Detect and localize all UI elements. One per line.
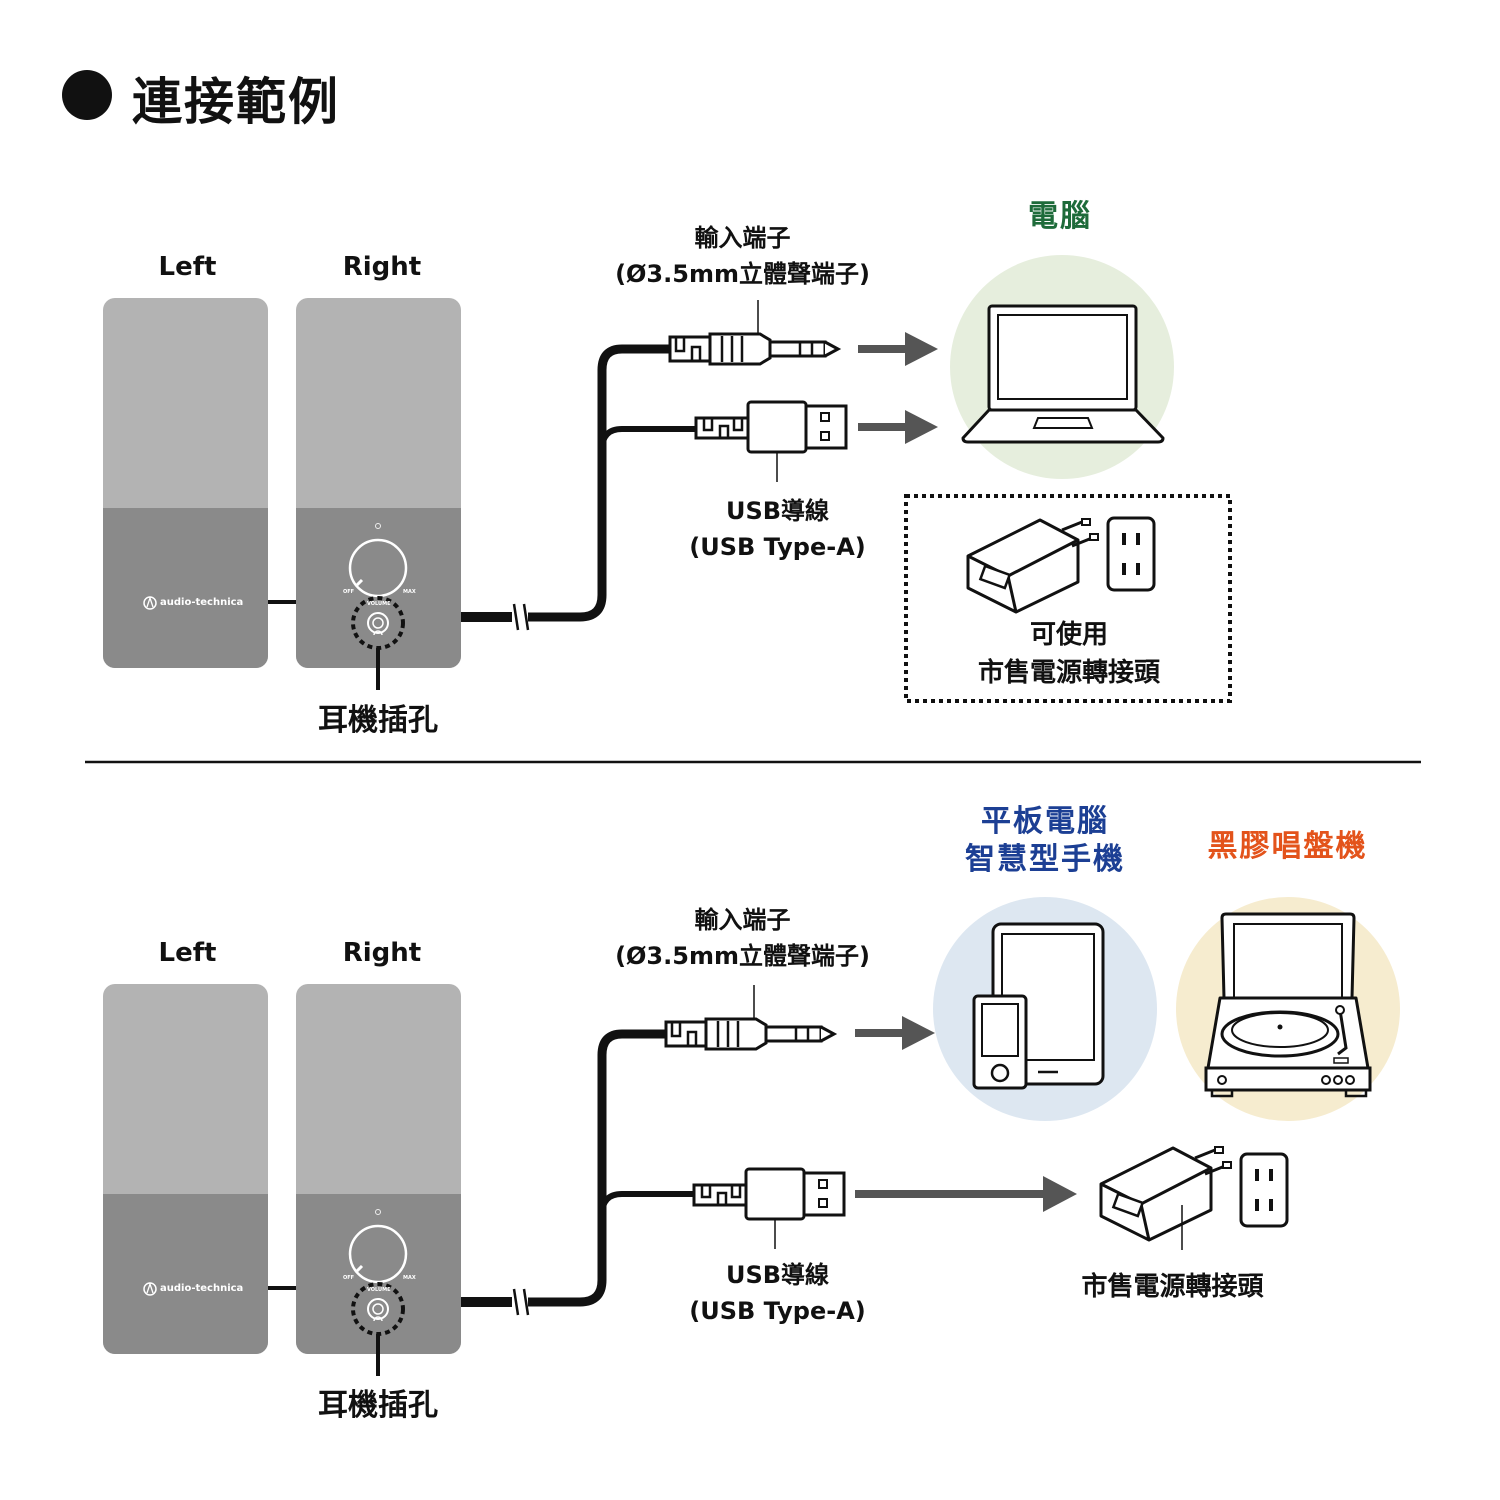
tablet-label: 平板電腦 bbox=[981, 804, 1109, 839]
usb-cable-label-line1: USB導線 bbox=[725, 497, 830, 525]
brand-logo-text: audio-technica bbox=[160, 597, 244, 608]
usb-cable-label-2-line1: USB導線 bbox=[725, 1261, 830, 1289]
right-speaker-label-2: Right bbox=[342, 938, 422, 968]
turntable-label: 黑膠唱盤機 bbox=[1207, 829, 1368, 864]
left-speaker-label-2: Left bbox=[158, 938, 217, 968]
usb-cable-label-2-line2: (USB Type-A) bbox=[689, 1297, 866, 1325]
knob-min-label-2: OFF bbox=[343, 1275, 355, 1281]
input-terminal-label-2-line1: 輸入端子 bbox=[694, 906, 791, 934]
input-terminal-label: 輸入端子 (Ø3.5mm立體聲端子) bbox=[610, 220, 875, 292]
input-terminal-label-2: 輸入端子 (Ø3.5mm立體聲端子) bbox=[610, 902, 875, 974]
knob-volume-label: VOLUME bbox=[367, 601, 391, 607]
input-terminal-label-line2: (Ø3.5mm立體聲端子) bbox=[615, 260, 870, 288]
headphone-jack-label: 耳機插孔 bbox=[318, 703, 438, 738]
computer-label: 電腦 bbox=[1028, 199, 1092, 234]
headphone-jack-label-2: 耳機插孔 bbox=[318, 1388, 438, 1423]
adapter-option-label-line2: 市售電源轉接頭 bbox=[977, 658, 1160, 688]
tablet-smartphone-label: 平板電腦 智慧型手機 bbox=[935, 803, 1155, 879]
left-speaker-label: Left bbox=[158, 252, 217, 282]
usb-cable-label-line2: (USB Type-A) bbox=[689, 533, 866, 561]
usb-cable-label-2: USB導線 (USB Type-A) bbox=[660, 1257, 895, 1329]
page-title: 連接範例 bbox=[132, 73, 340, 131]
usb-cable-label: USB導線 (USB Type-A) bbox=[660, 493, 895, 565]
adapter-option-label-line1: 可使用 bbox=[1029, 620, 1108, 650]
knob-volume-label-2: VOLUME bbox=[367, 1287, 391, 1293]
knob-max-label-2: MAX bbox=[403, 1275, 416, 1281]
brand-logo-text-2: audio-technica bbox=[160, 1283, 244, 1294]
smartphone-label: 智慧型手機 bbox=[965, 842, 1125, 877]
bullet-dot bbox=[62, 70, 112, 120]
knob-min-label: OFF bbox=[343, 589, 355, 595]
input-terminal-label-line1: 輸入端子 bbox=[694, 224, 791, 252]
adapter-label-2: 市售電源轉接頭 bbox=[1081, 1272, 1264, 1302]
knob-max-label: MAX bbox=[403, 589, 416, 595]
right-speaker-label: Right bbox=[342, 252, 422, 282]
adapter-option-label: 可使用 市售電源轉接頭 bbox=[930, 616, 1208, 692]
input-terminal-label-2-line2: (Ø3.5mm立體聲端子) bbox=[615, 942, 870, 970]
